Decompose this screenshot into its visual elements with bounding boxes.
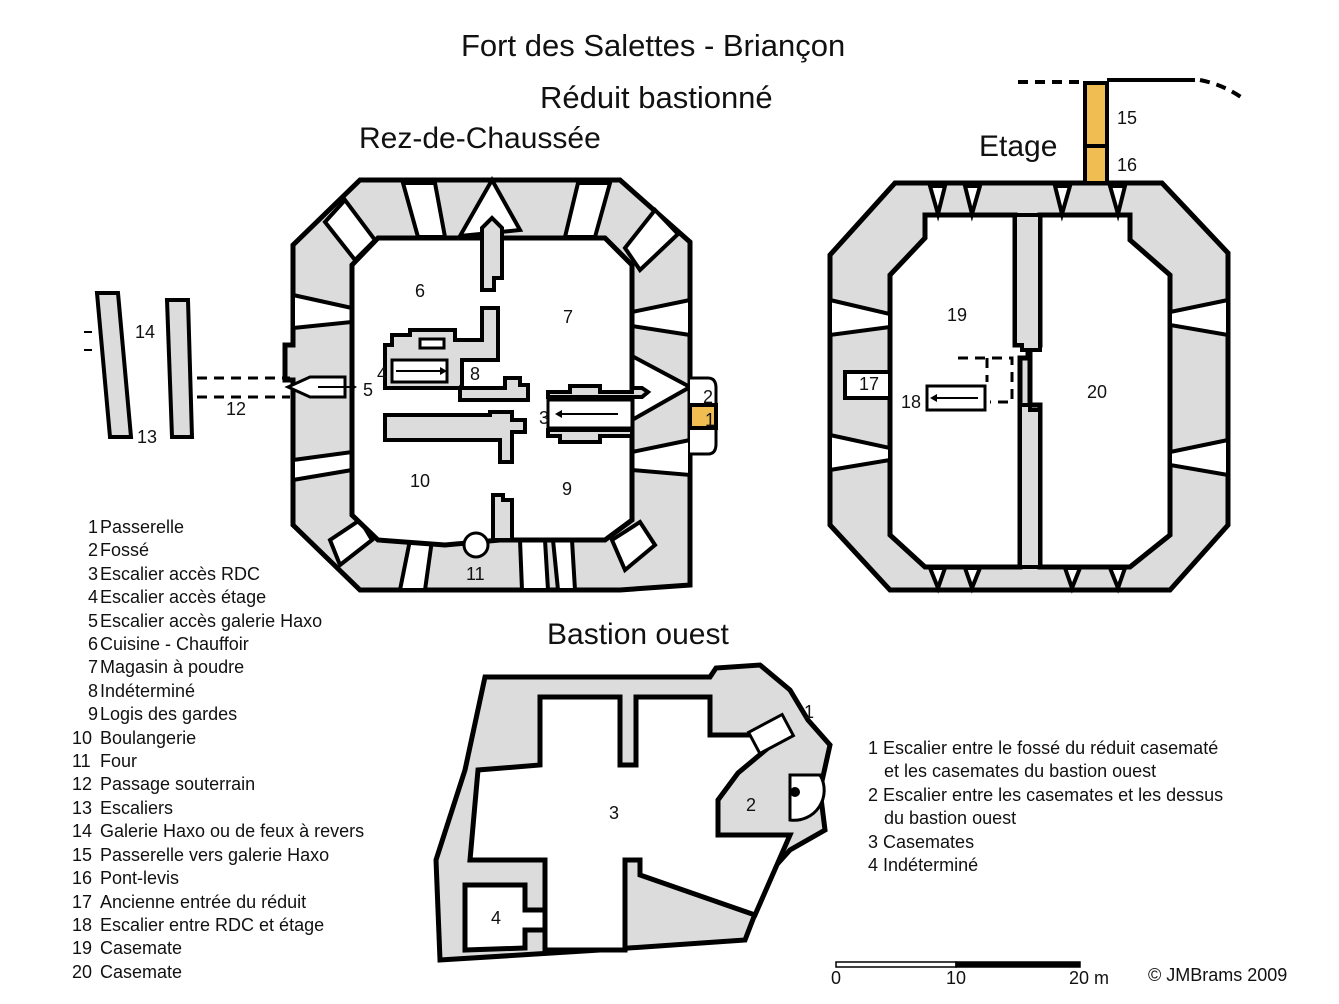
embrasure xyxy=(550,538,578,592)
label-2: 2 xyxy=(703,387,713,407)
footbridge-highlight xyxy=(1083,81,1109,148)
ground-floor-plan: 2 1 3 4 5 6 7 8 9 10 11 12 13 14 xyxy=(84,175,718,593)
old-entrance xyxy=(843,370,892,400)
scale-tick-20: 20 m xyxy=(1069,968,1110,988)
label-6: 6 xyxy=(415,281,425,301)
spiral-stair-icon xyxy=(788,773,826,822)
scale-tick-10: 10 xyxy=(946,968,967,988)
label-4: 4 xyxy=(377,364,387,384)
label-14: 14 xyxy=(135,322,155,342)
label-1: 1 xyxy=(705,410,715,430)
embrasure xyxy=(622,206,681,274)
bastion-legend-item: 2 Escalier entre les casemates et les de… xyxy=(868,784,1224,805)
embrasure xyxy=(609,519,658,574)
label-9: 9 xyxy=(562,479,572,499)
bastion-legend-item-cont: et les casemates du bastion ouest xyxy=(884,761,1157,782)
bastion-legend-item: 3 Casemates xyxy=(868,831,975,852)
walkway-highlight xyxy=(688,403,718,430)
ground-floor-heading: Rez-de-Chaussée xyxy=(359,122,601,155)
label-17: 17 xyxy=(859,374,879,394)
bastion-label-3: 3 xyxy=(609,803,619,823)
partition-wall xyxy=(491,493,514,542)
label-11: 11 xyxy=(466,564,485,584)
dashed-outline xyxy=(958,356,1014,404)
page-subtitle: Réduit bastionné xyxy=(540,80,773,115)
room-8-wall xyxy=(458,376,530,402)
bastion-legend: 1 Escalier entre le fossé du réduit case… xyxy=(868,737,1223,877)
stair-1-icon xyxy=(746,712,796,756)
label-13: 13 xyxy=(137,427,157,447)
room-4 xyxy=(462,882,548,953)
label-8: 8 xyxy=(470,364,480,384)
label-20: 20 xyxy=(1087,382,1107,402)
upper-floor-plan: 15 16 17 18 19 20 xyxy=(827,78,1247,594)
copyright: © JMBrams 2009 xyxy=(1148,965,1288,985)
page-title: Fort des Salettes - Briançon xyxy=(461,28,846,63)
galerie-haxo-wall xyxy=(94,291,134,439)
partition-wall xyxy=(1013,213,1042,352)
bastion-legend-item-cont: du bastion ouest xyxy=(884,808,1017,829)
label-5: 5 xyxy=(363,380,373,400)
label-10: 10 xyxy=(410,471,430,491)
casemates-3 xyxy=(467,694,794,953)
stair-3-block xyxy=(546,384,652,399)
bastion-label-1: 1 xyxy=(804,702,814,722)
label-16: 16 xyxy=(1117,155,1137,175)
embrasure xyxy=(517,538,551,592)
galerie-haxo-wall xyxy=(164,298,195,439)
bastion-legend-item: 4 Indéterminé xyxy=(868,855,979,876)
bastion-label-4: 4 xyxy=(491,908,501,928)
partition-wall xyxy=(1018,403,1042,569)
oven-icon xyxy=(462,531,490,559)
partition-wall xyxy=(546,428,634,444)
label-7: 7 xyxy=(563,307,573,327)
partition-wall xyxy=(383,410,527,464)
embrasure xyxy=(327,517,375,569)
bastion-label-2: 2 xyxy=(746,795,756,815)
label-18: 18 xyxy=(901,392,921,412)
label-12: 12 xyxy=(226,399,246,419)
label-15: 15 xyxy=(1117,108,1137,128)
scale-tick-0: 0 xyxy=(831,968,842,988)
scale-bar xyxy=(835,961,1081,968)
upper-floor-heading: Etage xyxy=(979,130,1058,163)
label-19: 19 xyxy=(947,305,967,325)
label-3: 3 xyxy=(539,408,549,428)
partition-wall xyxy=(480,215,504,292)
drawbridge-highlight xyxy=(1083,144,1109,185)
bastion-legend-item: 1 Escalier entre le fossé du réduit case… xyxy=(868,738,1219,758)
west-bastion-plan: 1 2 3 4 xyxy=(433,662,833,963)
west-bastion-heading: Bastion ouest xyxy=(547,618,729,651)
